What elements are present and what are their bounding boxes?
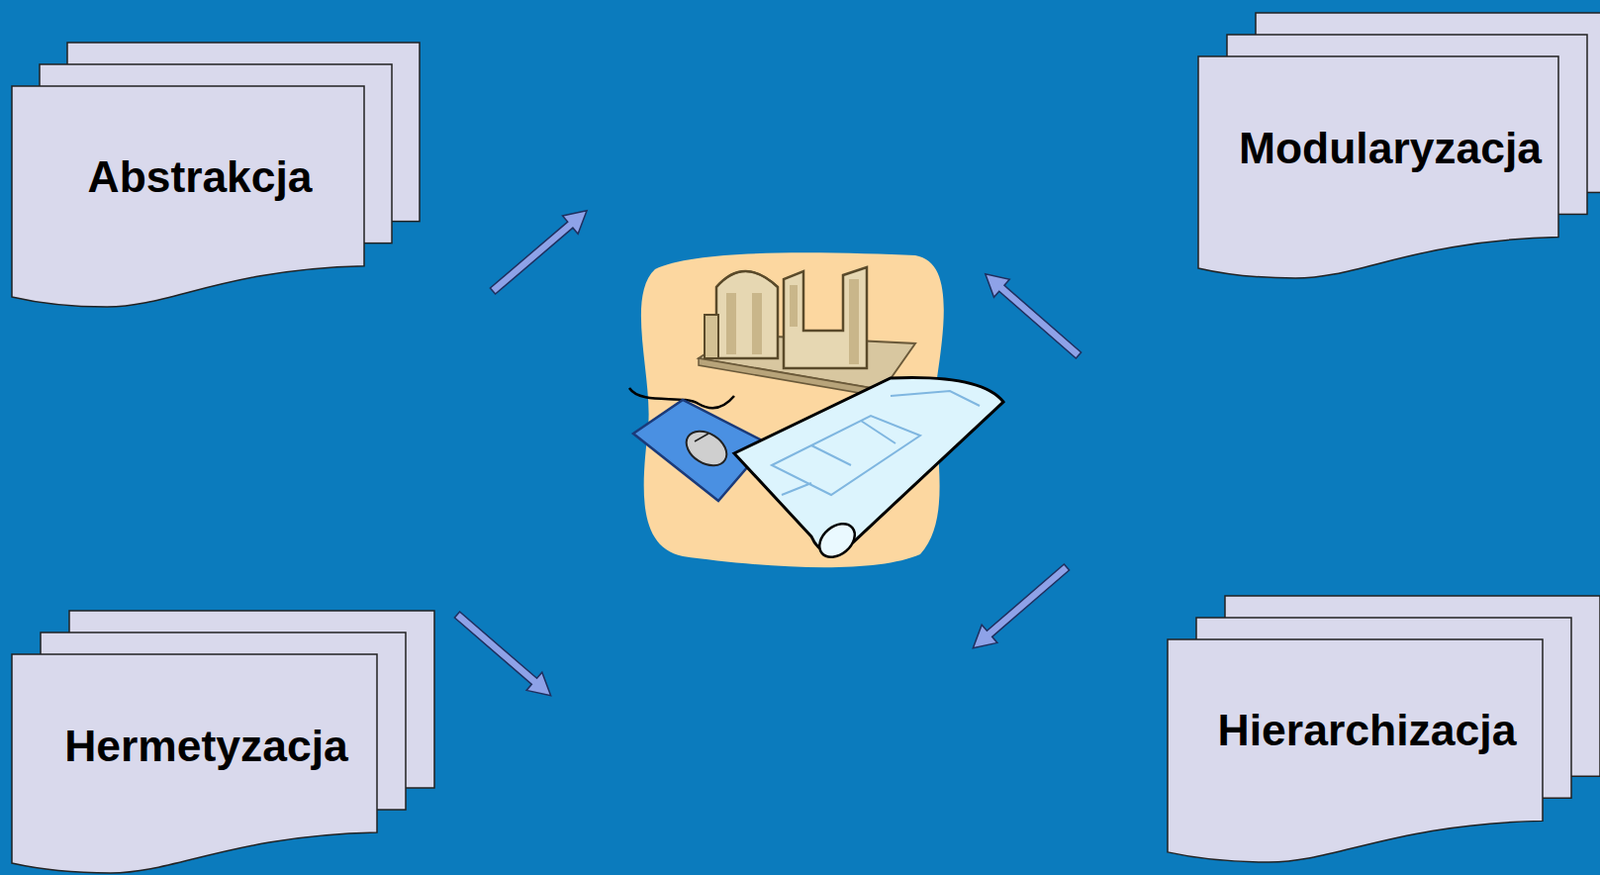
node-label: Abstrakcja [11,153,388,202]
document-node: Hierarchizacja [1167,639,1567,862]
mouse-button [694,433,709,442]
document-node: Hermetyzacja [11,654,401,873]
node-label: Modularyzacja [1198,124,1583,174]
document-node: Modularyzacja [1198,56,1583,279]
dome [716,271,778,287]
arrow [977,265,1087,365]
node-label: Hierarchizacja [1167,706,1567,755]
building-shade [726,292,737,355]
building-shade [752,292,762,355]
building-shade [848,279,859,365]
mouse [679,424,733,473]
blueprint-lines [771,390,980,495]
arrow [965,558,1075,658]
building-wing [704,314,719,359]
arrows [449,201,1087,705]
node-label: Hermetyzacja [11,722,401,771]
building [783,267,867,369]
building [716,271,778,359]
blueprint-roll [813,516,862,564]
document-node: Abstrakcja [11,86,388,307]
arrow [484,201,595,300]
arrow [449,605,559,705]
clipart [629,252,1004,567]
building-shade [789,284,798,327]
blueprint [734,377,1004,553]
